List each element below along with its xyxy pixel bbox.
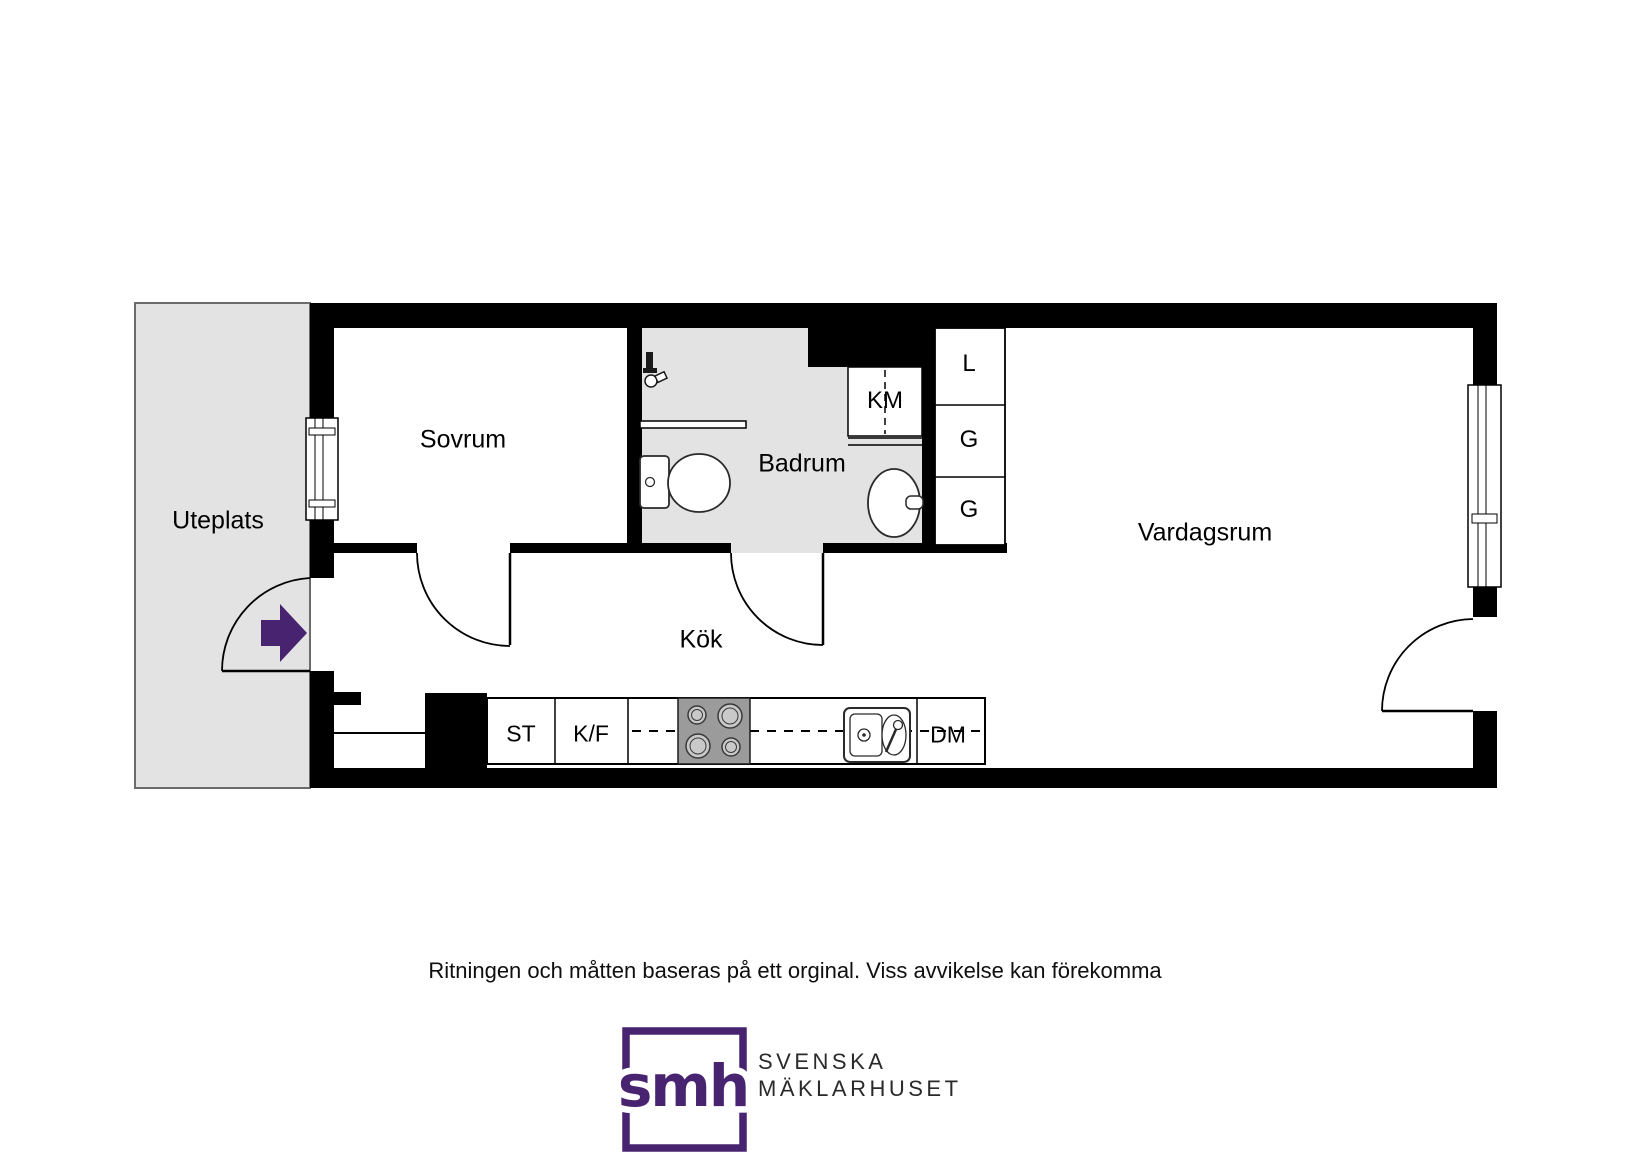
room-label-kok: Kök	[679, 625, 723, 654]
logo-mark-text: smh	[618, 1052, 748, 1120]
wall-left-mid	[310, 520, 334, 578]
wall-hall-c	[823, 543, 923, 553]
wall-bottom	[310, 768, 1497, 788]
window-sovrum	[305, 417, 339, 521]
room-label-vardagsrum: Vardagsrum	[1137, 518, 1273, 547]
hall-floor-line	[334, 732, 427, 734]
wall-hall-a	[334, 543, 417, 553]
label-counter-kf: K/F	[573, 720, 609, 747]
wall-counter-end-block	[425, 693, 487, 768]
wall-badrum-closet	[922, 328, 936, 553]
kitchen-counter	[486, 697, 986, 765]
wall-top	[310, 303, 1497, 328]
logo-company-name: SVENSKA MÄKLARHUSET	[758, 1048, 962, 1102]
logo-company-line2: MÄKLARHUSET	[758, 1076, 962, 1101]
disclaimer-text: Ritningen och måtten baseras på ett orgi…	[428, 958, 1162, 983]
toilet-icon	[639, 453, 731, 513]
shower-mixer-icon	[643, 352, 669, 388]
entrance-door-arc	[221, 577, 311, 672]
wall-km-niche	[808, 328, 935, 367]
label-closet-g2: G	[959, 496, 979, 523]
bathroom-sink-icon	[867, 468, 924, 538]
wall-right-lower	[1473, 711, 1497, 788]
window-vardagsrum	[1467, 384, 1502, 588]
washing-machine-icon	[847, 366, 923, 446]
wall-left-upper	[310, 303, 334, 418]
label-washing-machine: KM	[867, 387, 903, 414]
room-label-badrum: Badrum	[758, 449, 846, 478]
logo-mark-knockout: smh	[618, 1052, 748, 1120]
wall-closet-bottom	[922, 543, 1007, 553]
label-closet-l: L	[962, 350, 976, 377]
wall-hall-b	[510, 543, 731, 553]
stove-icon	[677, 697, 751, 765]
shower-screen	[639, 420, 747, 429]
wall-left-lower	[310, 671, 334, 788]
kitchen-sink-icon	[843, 707, 911, 763]
room-label-uteplats: Uteplats	[172, 506, 264, 535]
wall-stub-hall	[334, 692, 361, 705]
window-icon	[1467, 384, 1502, 588]
wall-sovrum-badrum	[627, 328, 642, 553]
sovrum-door-arc	[416, 552, 511, 647]
logo-company-line1: SVENSKA	[758, 1049, 887, 1074]
label-counter-st: ST	[506, 720, 536, 747]
room-label-sovrum: Sovrum	[419, 425, 507, 454]
label-closet-g1: G	[959, 426, 979, 453]
wall-right-mid	[1473, 587, 1497, 617]
doors	[416, 552, 1474, 713]
closet-column	[934, 327, 1006, 546]
interior-walls	[334, 328, 1007, 768]
uteplats-floor	[134, 302, 311, 789]
wall-right-upper	[1473, 303, 1497, 387]
badrum-door-arc	[730, 552, 824, 646]
entrance-arrow-icon	[261, 604, 307, 662]
logo-square	[622, 1027, 747, 1152]
balcony-door-arc	[1381, 618, 1474, 712]
outer-walls	[310, 303, 1497, 788]
brand-logo: smh smh SVENSKA MÄKLARHUSET	[560, 1000, 1120, 1160]
label-dishwasher: DM	[930, 721, 966, 748]
brand-logo-mark: smh smh	[611, 1027, 757, 1152]
